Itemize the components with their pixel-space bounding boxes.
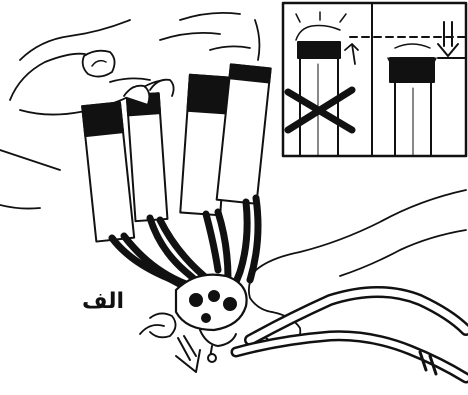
claw-down-arrow bbox=[176, 336, 200, 372]
long-milk-tube bbox=[236, 292, 466, 378]
teat-cups bbox=[82, 64, 271, 241]
figure-label: الف bbox=[82, 289, 124, 314]
inset-diagram bbox=[283, 3, 466, 156]
teat-cup-2 bbox=[127, 93, 168, 221]
teat-cup-1 bbox=[82, 102, 134, 241]
